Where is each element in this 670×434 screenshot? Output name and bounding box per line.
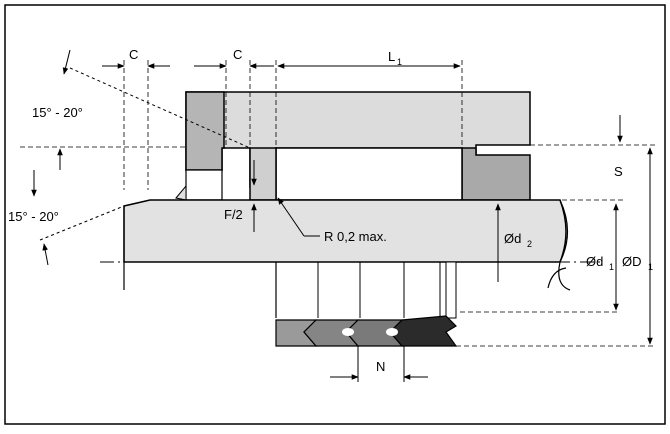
seal-void-1: [342, 328, 354, 336]
chamfer-c-label-1: C: [129, 47, 138, 62]
diam-d2-sub: 2: [527, 239, 532, 249]
diam-d1-label: Ød: [586, 254, 603, 269]
shaft-break-line-2: [547, 267, 567, 289]
radius-label: R 0,2 max.: [324, 229, 387, 244]
seal-void-2: [386, 328, 398, 336]
diam-d1-sub: 1: [609, 262, 614, 272]
chamfer-c-label-2: C: [233, 47, 242, 62]
extension-lines: [20, 60, 655, 347]
width-n-label: N: [376, 359, 385, 374]
length-label-sub: 1: [397, 57, 402, 67]
dimension-arrows: [31, 49, 653, 382]
housing: [175, 91, 531, 201]
angle-line-upper: [69, 67, 251, 149]
length-label: L: [388, 49, 395, 64]
diam-D1-label: ØD: [622, 254, 642, 269]
housing-left-block: [185, 91, 225, 171]
diam-d2-label: Ød: [504, 231, 521, 246]
seal-groove-cavity: [275, 147, 463, 201]
angle-upper-label: 15° - 20°: [32, 105, 83, 120]
housing-right-block: [461, 147, 531, 201]
section-s-label: S: [614, 164, 623, 179]
seal-end-ring: [445, 261, 457, 319]
housing-groove: [185, 169, 223, 201]
housing-lead-chamfer: [175, 184, 187, 201]
drawing-frame: [4, 4, 666, 425]
seal-stack: [275, 261, 458, 347]
diam-D1-sub: 1: [648, 262, 653, 272]
half-f-label: F/2: [224, 207, 243, 222]
angle-lower-label: 15° - 20°: [8, 209, 59, 224]
